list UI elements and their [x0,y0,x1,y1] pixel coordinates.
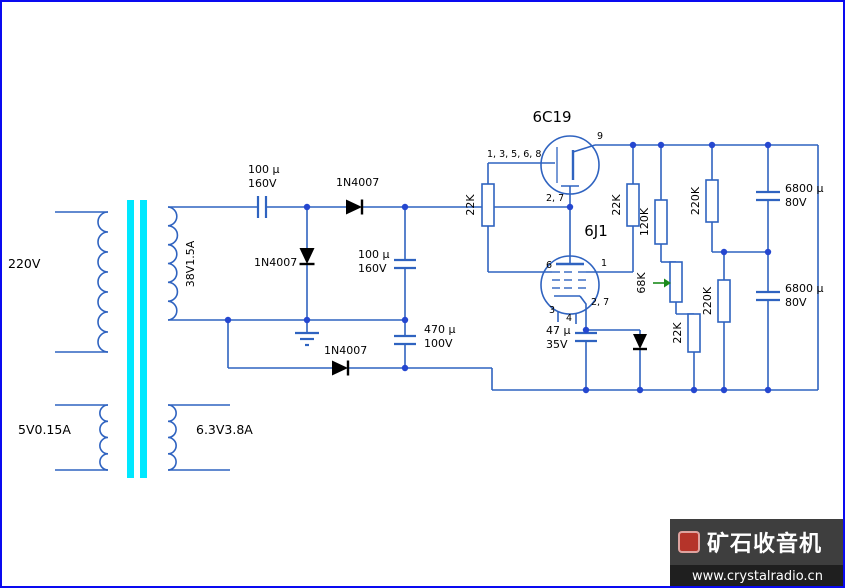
diode-d3 [332,360,350,376]
diode-d1-label: 1N4007 [336,176,379,189]
cap-c6-voltage: 80V [785,296,807,309]
coil-63v [167,404,177,471]
watermark-brand: 矿石收音机 [707,532,823,557]
cap-c4-voltage: 35V [546,338,568,351]
junction-dots [224,141,772,394]
resistor-r2-label: 22K [610,194,623,216]
secondary-coil [167,206,179,321]
capacitor-c4 [575,331,597,343]
labels: 220V 38V1.5A 5V0.15A 6.3V3.8A 1N4007 1N4… [8,108,824,437]
secondary-heater-label: 6.3V3.8A [196,422,253,437]
tube-6c19-name: 6C19 [532,108,571,126]
resistor-r7 [717,279,731,323]
pot-wiper-arrow-icon [653,278,671,288]
primary-coil [97,211,109,353]
watermark-logo-icon [678,531,700,553]
capacitor-plates [256,190,780,346]
cap-c3-voltage: 100V [424,337,453,350]
diodes [299,199,647,376]
cap-c3-value: 470 μ [424,323,456,336]
primary-voltage-label: 220V [8,256,41,271]
watermark-url: www.crystalradio.cn [670,565,845,588]
tube-6j1-pin-left: 6 [546,260,552,271]
tube-6j1-heater-pin-b: 4 [566,313,572,324]
ground-symbol [295,331,319,347]
capacitor-c1 [256,196,268,218]
resistor-r5 [687,313,701,353]
tube-6j1-pin-right: 1 [601,258,607,269]
tube-6j1-cathode-pins: 2, 7 [591,297,609,308]
cap-c5-voltage: 80V [785,196,807,209]
secondary-main-label: 38V1.5A [184,240,197,287]
resistor-r6 [705,179,719,223]
tube-6c19-plate-pin: 9 [597,131,603,142]
tube-6j1 [540,255,600,315]
wires [55,144,819,471]
tube-6c19-grid-pins: 1, 3, 5, 6, 8 [487,149,541,160]
secondary-5v-label: 5V0.15A [18,422,71,437]
resistor-r3 [654,199,668,245]
resistor-r5-label: 22K [671,322,684,344]
tube-6j1-name: 6J1 [584,222,608,240]
resistor-r1 [481,183,495,227]
diode-d2 [299,248,315,266]
cap-c1-value: 100 μ [248,163,280,176]
diode-d2-label: 1N4007 [254,256,297,269]
capacitor-c2 [394,258,416,270]
transformer-core [127,200,147,478]
resistor-r4 [669,261,683,303]
resistor-r1-label: 22K [464,194,477,216]
resistor-r7-label: 220K [701,286,714,315]
capacitor-c6 [756,290,780,302]
capacitor-c5 [756,190,780,202]
cap-c5-value: 6800 μ [785,182,824,195]
cap-c4-value: 47 μ [546,324,571,337]
tube-6c19-cathode-pins: 2, 7 [546,193,564,204]
resistor-r3-label: 120K [638,207,651,236]
cap-c2-value: 100 μ [358,248,390,261]
tube-6j1-heater-pin-a: 3 [549,305,555,316]
diode-d3-label: 1N4007 [324,344,367,357]
tube-6c19 [540,135,600,195]
cap-c2-voltage: 160V [358,262,387,275]
watermark-brand-row: 矿石收音机 [670,519,845,565]
resistor-r6-label: 220K [689,186,702,215]
watermark: 矿石收音机 www.crystalradio.cn [670,519,845,588]
reference-diode [633,334,647,351]
resistor-r2 [626,183,640,227]
diode-d1 [346,199,364,215]
coil-5v [99,404,109,471]
resistor-r4-label: 68K [635,272,648,294]
grid-dashes [552,271,586,289]
cap-c6-value: 6800 μ [785,282,824,295]
cap-c1-voltage: 160V [248,177,277,190]
capacitor-c3 [394,334,416,346]
resistors [481,179,731,353]
